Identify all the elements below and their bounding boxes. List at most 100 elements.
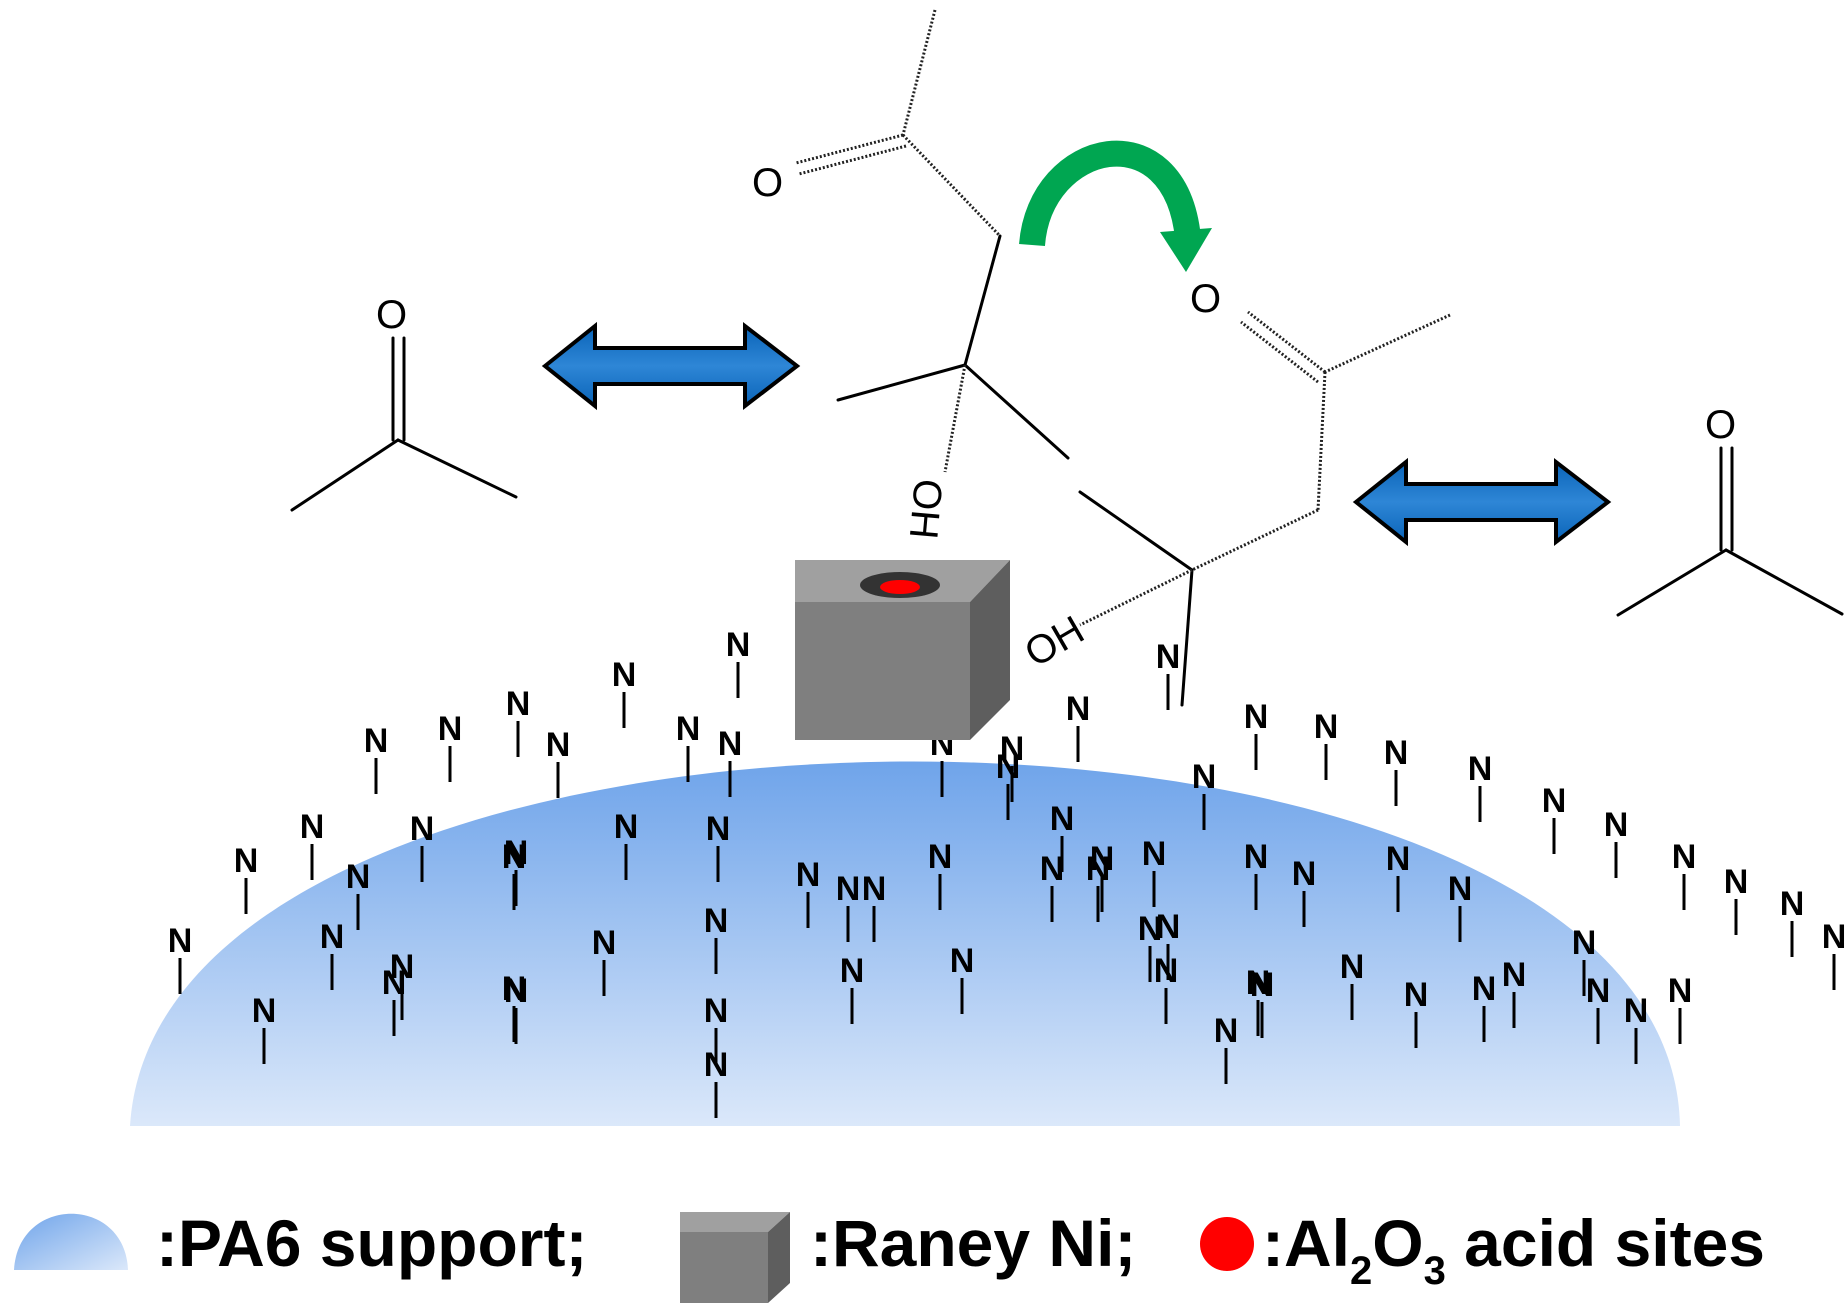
nitrogen-label: N bbox=[704, 1046, 729, 1084]
nitrogen-label: N bbox=[1090, 840, 1115, 878]
n-group: N bbox=[1468, 750, 1492, 822]
n-group: N bbox=[502, 838, 527, 910]
n-group: N bbox=[1472, 970, 1497, 1042]
nitrogen-label: N bbox=[1156, 638, 1181, 676]
nitrogen-label: N bbox=[502, 838, 527, 876]
legend-raney-label: :Raney Ni; bbox=[810, 1206, 1136, 1280]
nitrogen-label: N bbox=[168, 922, 193, 960]
nitrogen-label: N bbox=[1250, 966, 1275, 1004]
n-group: N bbox=[504, 834, 528, 906]
n-group: N bbox=[546, 726, 571, 798]
nitrogen-label: N bbox=[438, 710, 463, 748]
n-group: N bbox=[996, 748, 1020, 820]
acetone-right-oxygen: O bbox=[1705, 403, 1736, 447]
n-group: N bbox=[252, 992, 277, 1064]
legend-support-label: :PA6 support; bbox=[156, 1206, 587, 1280]
nitrogen-label: N bbox=[1292, 855, 1317, 893]
n-group: N bbox=[614, 808, 638, 880]
nitrogen-label: N bbox=[1472, 970, 1497, 1008]
n-group: N bbox=[1404, 976, 1429, 1048]
n-group: N bbox=[1604, 806, 1628, 878]
nitrogen-label: N bbox=[252, 992, 277, 1030]
n-group: N bbox=[862, 870, 887, 942]
nitrogen-label: N bbox=[592, 924, 617, 962]
nitrogen-label: N bbox=[862, 870, 887, 908]
n-group: N bbox=[706, 810, 730, 882]
n-group: N bbox=[612, 656, 637, 728]
n-group: N bbox=[234, 842, 259, 914]
n-group: N bbox=[1292, 855, 1317, 927]
n-group: N bbox=[502, 970, 526, 1042]
nitrogen-label: N bbox=[506, 685, 531, 723]
nitrogen-label: N bbox=[1040, 850, 1065, 888]
nitrogen-label: N bbox=[346, 858, 371, 896]
n-group: N bbox=[704, 992, 728, 1064]
legend-acid-dot bbox=[1200, 1217, 1254, 1271]
nitrogen-label: N bbox=[1192, 758, 1217, 796]
nitrogen-label: N bbox=[546, 726, 571, 764]
nitrogen-label: N bbox=[1448, 870, 1473, 908]
acid-site-dot bbox=[880, 580, 920, 594]
lower-carbonyl-oxygen: O bbox=[1190, 277, 1221, 321]
pa6-support-dome bbox=[130, 761, 1680, 1126]
nitrogen-label: N bbox=[320, 918, 345, 956]
nitrogen-label: N bbox=[1586, 972, 1611, 1010]
n-group: N bbox=[1724, 863, 1748, 935]
acetone-right: O bbox=[1616, 403, 1844, 617]
nitrogen-label: N bbox=[1672, 838, 1697, 876]
nitrogen-label: N bbox=[410, 810, 435, 848]
n-group: N bbox=[1386, 840, 1411, 912]
nitrogen-label: N bbox=[234, 842, 259, 880]
nitrogen-label: N bbox=[1404, 976, 1429, 1014]
nitrogen-label: N bbox=[612, 656, 637, 694]
nitrogen-label: N bbox=[364, 722, 389, 760]
nitrogen-label: N bbox=[382, 964, 407, 1002]
nitrogen-label: N bbox=[1000, 730, 1025, 768]
nitrogen-label: N bbox=[1214, 1012, 1239, 1050]
n-group: N bbox=[950, 942, 975, 1014]
nitrogen-label: N bbox=[796, 856, 821, 894]
n-group: N bbox=[1572, 924, 1596, 996]
nitrogen-label: N bbox=[1502, 956, 1527, 994]
n-group: N bbox=[796, 856, 821, 928]
n-group: N bbox=[1448, 870, 1473, 942]
n-group: N bbox=[1542, 782, 1567, 854]
n-group: N bbox=[704, 902, 729, 974]
nitrogen-label: N bbox=[1138, 910, 1163, 948]
nitrogen-label: N bbox=[1156, 908, 1181, 946]
n-group: N bbox=[364, 722, 389, 794]
n-group: N bbox=[1314, 708, 1338, 780]
cube-front-face bbox=[795, 602, 970, 740]
n-group: N bbox=[1156, 638, 1181, 710]
nitrogen-label: N bbox=[1386, 840, 1411, 878]
n-group: N bbox=[320, 918, 345, 990]
n-group: N bbox=[676, 710, 701, 782]
n-group: N bbox=[1000, 730, 1025, 802]
n-group: N bbox=[1156, 908, 1181, 980]
upper-carbonyl-oxygen: O bbox=[752, 161, 783, 205]
n-group: N bbox=[506, 685, 531, 757]
n-group: N bbox=[300, 808, 325, 880]
nitrogen-label: N bbox=[836, 870, 861, 908]
n-group: N bbox=[390, 948, 414, 1020]
nitrogen-label: N bbox=[704, 902, 729, 940]
cube-side-face bbox=[970, 560, 1010, 740]
nitrogen-label: N bbox=[718, 725, 743, 763]
n-group: N bbox=[1154, 952, 1179, 1024]
n-group: N bbox=[1502, 956, 1527, 1028]
nitrogen-label: N bbox=[676, 710, 701, 748]
nitrogen-label: N bbox=[950, 942, 975, 980]
nitrogen-label: N bbox=[1244, 698, 1269, 736]
n-group: N bbox=[1672, 838, 1697, 910]
nitrogen-label: N bbox=[1340, 948, 1365, 986]
nitrogen-label: N bbox=[1154, 952, 1179, 990]
n-group: N bbox=[504, 972, 528, 1044]
nitrogen-label: N bbox=[1542, 782, 1567, 820]
n-group: N bbox=[346, 858, 371, 930]
n-group: N bbox=[1340, 948, 1365, 1020]
n-group: N bbox=[1586, 972, 1611, 1044]
n-group: N bbox=[382, 964, 407, 1036]
nitrogen-label: N bbox=[300, 808, 325, 846]
